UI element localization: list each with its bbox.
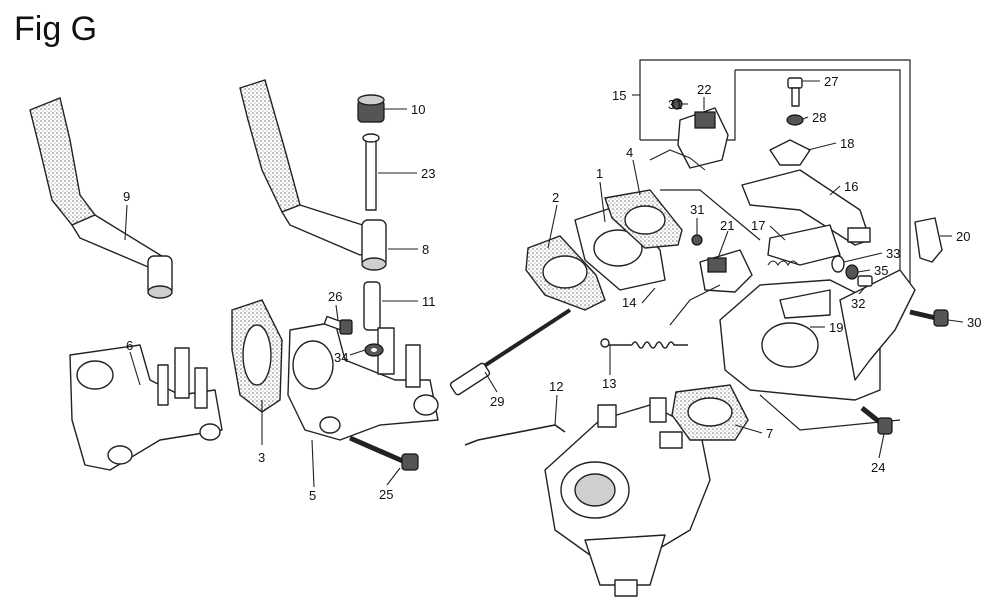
callout-6: 6: [126, 338, 133, 353]
part-5-insulator: [287, 321, 439, 441]
callout-19: 19: [829, 320, 843, 335]
part-7-gasket: [671, 384, 749, 441]
part-13-spring: [600, 338, 688, 349]
callout-8: 8: [422, 242, 429, 257]
part-18-bracket: [769, 139, 811, 166]
callout-31-lower: 31: [690, 202, 704, 217]
part-28-washer: [786, 114, 804, 126]
part-22-switch: [649, 107, 729, 171]
callout-34: 34: [334, 350, 348, 365]
callout-33: 33: [886, 246, 900, 261]
callout-24: 24: [871, 460, 885, 475]
part-35-washer: [845, 264, 859, 280]
part-21-solenoid: [669, 249, 753, 326]
part-10-cap: [357, 94, 385, 123]
part-4-gasket: [604, 189, 683, 249]
part-27-bolt: [787, 77, 803, 107]
part-26-bolt: [323, 315, 353, 335]
callout-7: 7: [766, 426, 773, 441]
part-8-lever: [239, 79, 387, 271]
part-12-link: [464, 424, 566, 446]
assembly-frame: [639, 59, 911, 431]
callout-35: 35: [874, 263, 888, 278]
figure-title: Fig G: [14, 10, 98, 48]
callout-23: 23: [421, 166, 435, 181]
callout-4: 4: [626, 145, 633, 160]
part-32-screw: [857, 275, 873, 287]
part-3-gasket: [231, 299, 283, 413]
callout-31-upper: 31: [668, 97, 682, 112]
leader-lines: [124, 80, 964, 488]
callout-17: 17: [751, 218, 765, 233]
part-31-screw-lower: [691, 234, 703, 246]
callout-3: 3: [258, 450, 265, 465]
callout-10: 10: [411, 102, 425, 117]
part-19-plate: [719, 269, 916, 401]
part-23-bolt: [362, 133, 380, 211]
callout-1: 1: [596, 166, 603, 181]
callout-28: 28: [812, 110, 826, 125]
callout-15: 15: [612, 88, 626, 103]
callout-21: 21: [720, 218, 734, 233]
callout-9: 9: [123, 189, 130, 204]
part-9-lever: [29, 97, 173, 299]
callout-5: 5: [309, 488, 316, 503]
part-20-clip: [914, 217, 943, 263]
callout-13: 13: [602, 376, 616, 391]
callout-30: 30: [967, 315, 981, 330]
callout-16: 16: [844, 179, 858, 194]
callout-25: 25: [379, 487, 393, 502]
callout-26: 26: [328, 289, 342, 304]
part-17-lever: [767, 224, 841, 267]
part-24-bolt: [860, 406, 893, 435]
carburetor: [544, 397, 711, 597]
callout-12: 12: [549, 379, 563, 394]
callout-14: 14: [622, 295, 636, 310]
callout-18: 18: [840, 136, 854, 151]
part-30-bolt: [909, 309, 949, 327]
part-11-sleeve: [363, 281, 381, 331]
callout-32: 32: [851, 296, 865, 311]
callout-20: 20: [956, 229, 970, 244]
part-34-washer: [364, 343, 384, 357]
part-2-gasket: [525, 235, 606, 311]
part-16-bracket: [741, 169, 871, 246]
callout-22: 22: [697, 82, 711, 97]
callout-27: 27: [824, 74, 838, 89]
callout-2: 2: [552, 190, 559, 205]
part-25-bolt: [349, 435, 419, 471]
part-6-insulator: [69, 344, 223, 471]
part-33-spring: [831, 255, 845, 273]
part-29-rod: [449, 308, 572, 396]
callout-11: 11: [422, 294, 436, 309]
callout-labels: 1 2 3 4 5 6 7 8 9 10 11 12 13 14 15 16 1…: [123, 74, 981, 503]
callout-29: 29: [490, 394, 504, 409]
